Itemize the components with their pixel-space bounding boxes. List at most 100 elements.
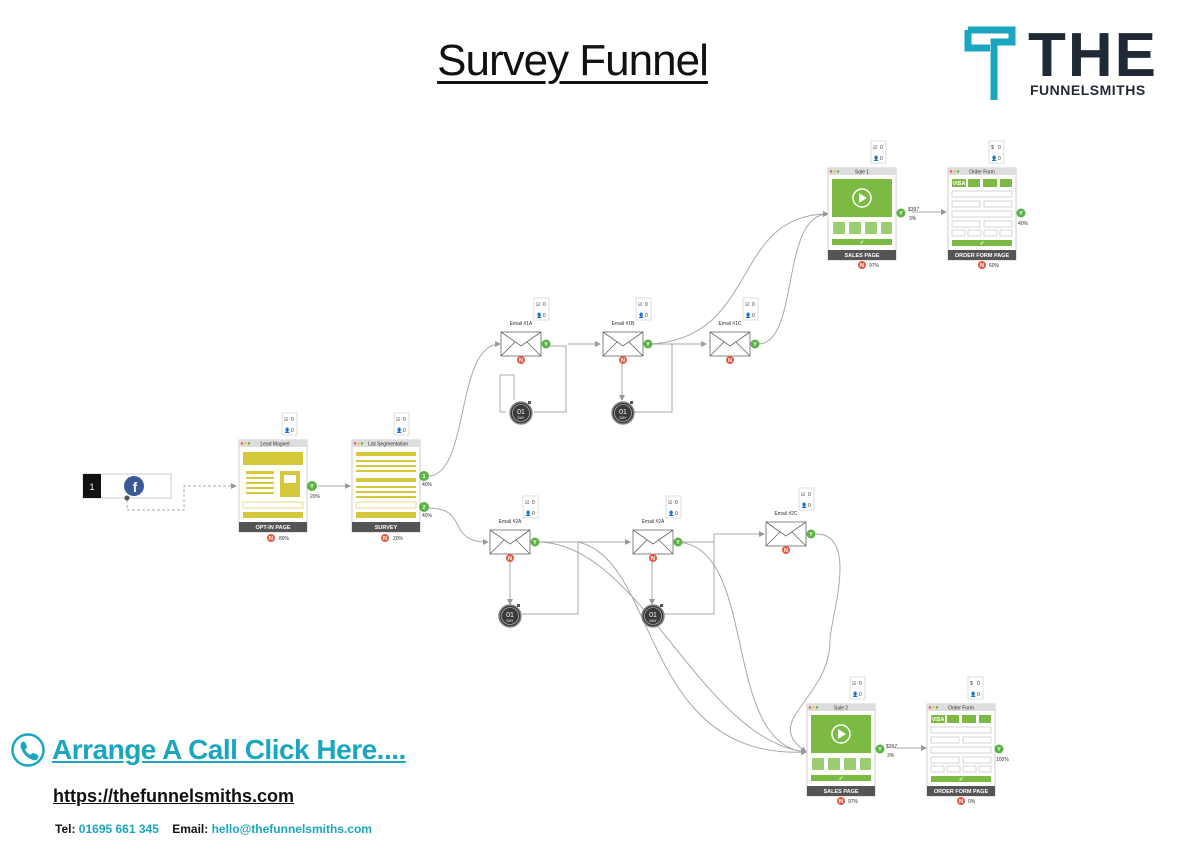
list-segmentation-node[interactable]: ☑ 0 👤 0 List Segmentation SURVEY 1 40% 2… <box>351 412 433 542</box>
page-header: Lead Magnet <box>260 442 290 448</box>
no-badge <box>649 554 657 562</box>
svg-text:0: 0 <box>291 417 294 423</box>
dollar-icon: $ <box>970 681 973 687</box>
email-checks: 0 <box>675 500 678 506</box>
checkbox-icon: ☑ <box>536 302 541 308</box>
source-number: 1 <box>89 482 94 492</box>
svg-text:3%: 3% <box>909 216 917 222</box>
phone-icon <box>11 733 45 767</box>
sales-page-2-node[interactable]: ☑ 0 👤 0 Sale 2 ✓ SALES PAGE Y $397 3% N … <box>806 676 897 805</box>
page-type-label: OPT-IN PAGE <box>255 525 290 531</box>
svg-text:N: N <box>651 556 655 562</box>
svg-text:97%: 97% <box>848 799 859 805</box>
svg-text:40%: 40% <box>422 482 433 488</box>
svg-text:Y: Y <box>533 540 537 546</box>
no-badge <box>782 546 790 554</box>
svg-text:VISA: VISA <box>953 181 966 187</box>
svg-text:N: N <box>839 799 843 805</box>
svg-text:✓: ✓ <box>860 240 865 246</box>
facebook-icon: f <box>124 476 144 496</box>
email-users: 0 <box>543 313 546 319</box>
svg-text:0: 0 <box>977 681 980 687</box>
order-form-1-node[interactable]: $ 0 👤 0 Order Form VISA ✓ ORDER FORM PAG… <box>947 140 1029 269</box>
checkbox-icon: ☑ <box>745 302 750 308</box>
svg-text:20%: 20% <box>310 494 321 500</box>
dollar-icon: $ <box>991 145 994 151</box>
delay-unit: DAY <box>620 416 628 420</box>
svg-text:Y: Y <box>646 342 650 348</box>
user-icon: 👤 <box>970 691 976 698</box>
svg-text:Y: Y <box>809 532 813 538</box>
svg-text:80%: 80% <box>279 536 290 542</box>
user-icon: 👤 <box>745 312 751 319</box>
email-address[interactable]: hello@thefunnelsmiths.com <box>211 822 372 836</box>
svg-text:Sale 1: Sale 1 <box>855 170 869 176</box>
yes-badge <box>530 537 540 547</box>
brand-the: THE <box>1028 21 1158 90</box>
no-badge <box>619 356 627 364</box>
order-form-2-node[interactable]: $ 0 👤 0 Order Form VISA ✓ ORDER FORM PAG… <box>926 676 1009 805</box>
svg-text:0: 0 <box>998 145 1001 151</box>
yes-badge <box>541 339 551 349</box>
email-header: Email #1C <box>718 321 741 327</box>
svg-text:Y: Y <box>899 211 903 217</box>
arrange-call-row[interactable]: Arrange A Call Click Here.... <box>10 732 406 776</box>
checkbox-icon: ☑ <box>396 417 401 423</box>
user-icon: 👤 <box>991 155 997 162</box>
svg-text:SALES PAGE: SALES PAGE <box>844 253 879 259</box>
website-link[interactable]: https://thefunnelsmiths.com <box>53 786 295 806</box>
yes-badge <box>750 339 760 349</box>
email-users: 0 <box>808 503 811 509</box>
svg-text:Y: Y <box>676 540 680 546</box>
lead-magnet-node[interactable]: ☑ 0 👤 0 Lead Magnet OPT-IN PAGE Y 20% N … <box>238 412 321 542</box>
checkbox-icon: ☑ <box>852 681 857 687</box>
traffic-source-node[interactable]: 1 f <box>82 473 172 501</box>
arrange-call-link[interactable]: Arrange A Call Click Here.... <box>52 734 406 765</box>
email-users: 0 <box>752 313 755 319</box>
svg-text:Y: Y <box>310 484 314 490</box>
user-icon: 👤 <box>284 427 290 434</box>
svg-text:✓: ✓ <box>839 776 844 782</box>
delay-number: 01 <box>649 612 657 619</box>
svg-text:0: 0 <box>880 156 883 162</box>
svg-text:60%: 60% <box>989 263 1000 269</box>
stats-badge: ☑ 0 👤 0 <box>849 676 866 700</box>
envelope-icon <box>602 331 644 357</box>
contact-line: Tel: 01695 661 345 Email: hello@thefunne… <box>55 822 372 836</box>
svg-text:N: N <box>784 548 788 554</box>
user-icon: 👤 <box>668 510 674 517</box>
page-header: List Segmentation <box>368 442 408 448</box>
delay-unit: DAY <box>518 416 526 420</box>
svg-text:Y: Y <box>544 342 548 348</box>
user-icon: 👤 <box>873 155 879 162</box>
svg-text:0: 0 <box>859 681 862 687</box>
checkbox-icon: ☑ <box>668 500 673 506</box>
svg-text:20%: 20% <box>393 536 404 542</box>
svg-text:N: N <box>728 358 732 364</box>
envelope-icon <box>632 529 674 555</box>
email-header: Email #2A <box>642 519 665 525</box>
sales-page-1-node[interactable]: ☑ 0 👤 0 Sale 1 ✓ SALES PAGE Y $397 3% N … <box>827 140 919 269</box>
svg-text:N: N <box>519 358 523 364</box>
svg-text:Order Form: Order Form <box>948 706 974 712</box>
tel-number[interactable]: 01695 661 345 <box>78 822 159 836</box>
svg-text:0: 0 <box>977 692 980 698</box>
checkbox-icon: ☑ <box>873 145 878 151</box>
email-checks: 0 <box>543 302 546 308</box>
email-label: Email: <box>172 822 209 836</box>
user-icon: 👤 <box>396 427 402 434</box>
svg-text:ORDER FORM PAGE: ORDER FORM PAGE <box>955 253 1010 259</box>
page-title: Survey Funnel <box>437 36 709 85</box>
connectors <box>126 209 947 756</box>
svg-text:0: 0 <box>880 145 883 151</box>
